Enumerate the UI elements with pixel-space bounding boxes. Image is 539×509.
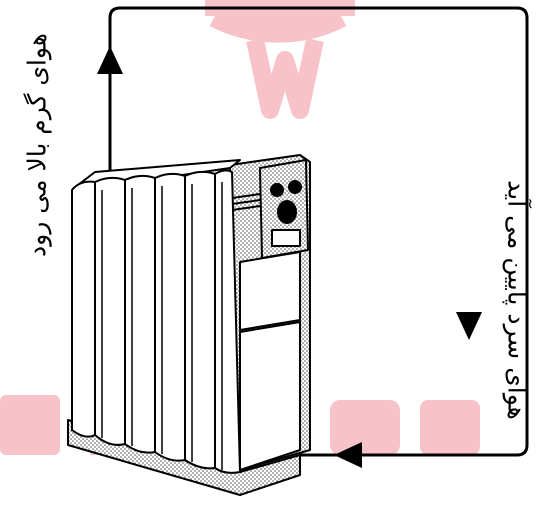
cold-air-label: هوای سرد پایین می آید — [505, 180, 530, 420]
radiator-fin-2 — [95, 178, 125, 445]
control-knob-1 — [271, 184, 283, 196]
radiator-lower-panel-2 — [240, 322, 300, 470]
radiator-fin-1 — [72, 182, 95, 437]
radiator — [68, 155, 310, 495]
radiator-lower-panel — [240, 252, 300, 330]
warm-air-label: هوای گرم بالا می رود — [25, 33, 50, 257]
arrow-up-icon — [97, 46, 123, 74]
control-dial — [278, 201, 296, 223]
radiator-fin-3 — [125, 176, 155, 453]
radiator-fin-4 — [155, 174, 185, 461]
control-display — [272, 230, 300, 246]
arrow-down-icon — [456, 312, 482, 340]
radiator-fin-5 — [185, 172, 215, 468]
control-knob-2 — [289, 181, 301, 193]
